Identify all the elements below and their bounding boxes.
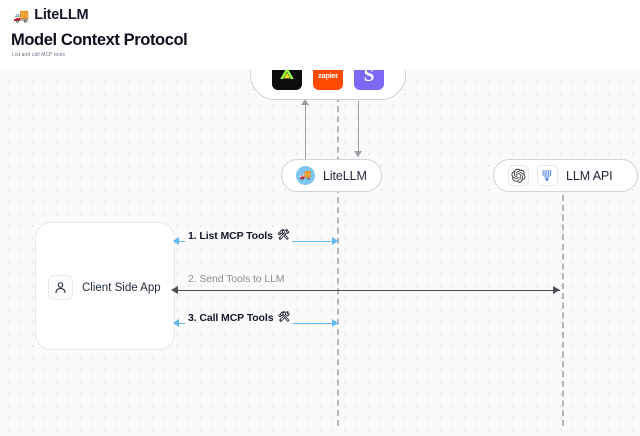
client-side-app-label: Client Side App xyxy=(82,281,161,294)
message-2-text: 2. Send Tools to LLM xyxy=(188,273,285,285)
lifeline-litellm xyxy=(337,96,339,426)
message-3-text: 3. Call MCP Tools xyxy=(188,312,274,324)
node-llm-api-label: LLM API xyxy=(566,168,613,183)
app-header: 🚚 LiteLLM Model Context Protocol List an… xyxy=(0,0,640,70)
litellm-truck-icon: 🚚 xyxy=(296,166,315,185)
arrow-litellm-to-mcp-line xyxy=(358,101,359,157)
client-side-app-box[interactable]: Client Side App xyxy=(35,222,175,350)
node-llm-api[interactable]: LLM API xyxy=(493,159,638,192)
letter-s-icon: S xyxy=(363,64,375,86)
lifeline-llm-api xyxy=(562,195,564,426)
message-line-2 xyxy=(176,290,560,291)
client-side-app-content: Client Side App xyxy=(48,275,161,300)
page-subtitle: List and call MCP tools xyxy=(12,52,66,58)
message-label-2: 2. Send Tools to LLM xyxy=(185,273,288,285)
tools-icon: 🛠 xyxy=(276,230,290,241)
page-title: Model Context Protocol xyxy=(11,31,188,49)
truck-icon: 🚚 xyxy=(13,7,30,23)
arrow-mcp-to-litellm-head-icon xyxy=(300,99,309,105)
message-3-left-arrowhead-icon xyxy=(173,318,179,327)
green-triangle-icon xyxy=(278,64,296,87)
message-1-text: 1. List MCP Tools xyxy=(188,230,273,242)
tools-icon: 🛠 xyxy=(277,312,291,323)
anthropic-icon xyxy=(537,165,558,186)
arrow-mcp-to-litellm-line xyxy=(305,103,306,159)
message-1-right-arrowhead-icon xyxy=(332,236,338,245)
message-label-3: 3. Call MCP Tools 🛠 xyxy=(185,312,294,324)
message-2-left-arrowhead-icon xyxy=(171,285,178,294)
openai-icon xyxy=(508,165,529,186)
node-litellm[interactable]: 🚚 LiteLLM xyxy=(281,159,382,192)
message-2-right-arrowhead-icon xyxy=(553,285,560,294)
brand[interactable]: 🚚 LiteLLM xyxy=(13,7,89,23)
message-1-left-arrowhead-icon xyxy=(173,236,179,245)
node-litellm-label: LiteLLM xyxy=(323,168,367,183)
person-icon xyxy=(48,275,73,300)
arrow-litellm-to-mcp-head-icon xyxy=(353,151,362,157)
message-label-1: 1. List MCP Tools 🛠 xyxy=(185,230,293,242)
message-3-right-arrowhead-icon xyxy=(332,318,338,327)
brand-name: LiteLLM xyxy=(34,7,89,23)
zapier-wordmark-icon: zapier xyxy=(318,70,338,80)
